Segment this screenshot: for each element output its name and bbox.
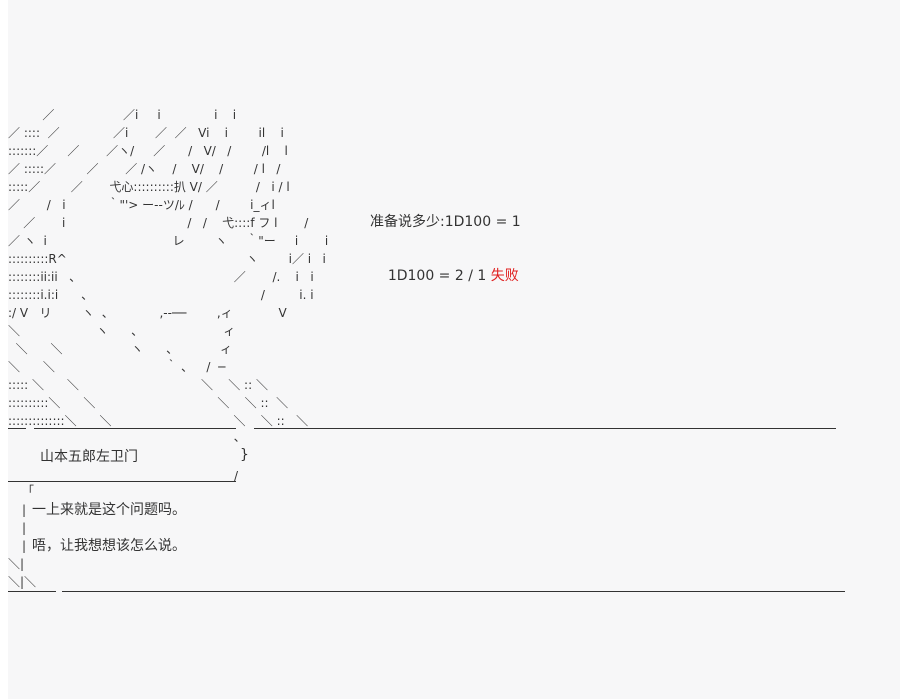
ascii-art-line: ::::::::::＼ ＼ ＼ ＼ :: ＼	[8, 396, 289, 410]
dialogue-rule-left	[8, 591, 56, 592]
dialogue-bar-3: |	[22, 539, 27, 553]
dialogue-line-1: 一上来就是这个问题吗。	[32, 502, 186, 518]
speaker-rule-left	[8, 428, 26, 429]
dice-roll-line-1: 准备说多少:1D100 = 1	[370, 214, 521, 230]
ascii-art-line: ／ :::: ／ ／i ／ ／ Vi i il i	[8, 126, 284, 140]
page-canvas: ／ ／i i i i／ :::: ／ ／i ／ ／ Vi i il i:::::…	[8, 0, 900, 699]
speaker-bracket-bottom: /	[234, 469, 239, 483]
ascii-art-line: ::::::::ii:ii 、 ／ /. i i	[8, 270, 314, 284]
dialogue-line-2: 唔，让我想想该怎么说。	[32, 538, 186, 554]
speaker-name: 山本五郎左卫门	[40, 449, 138, 465]
dice-result-fail: 失败	[490, 268, 519, 284]
speaker-tick: ､	[234, 430, 241, 444]
ascii-art-line: ／ :::::／ ／ ／ /ヽ / V/ / / l /	[8, 162, 281, 176]
dialogue-rule-right	[62, 591, 845, 592]
ascii-art-line: ／ ヽ i レ ヽ ｀"ー i i	[8, 234, 329, 248]
ascii-art-line: ／ ／i i i i	[8, 108, 237, 122]
speaker-rule-middle	[34, 428, 236, 429]
dialogue-tail-1: ＼|	[8, 557, 25, 571]
ascii-art-line: ::::::::::::::＼ ＼ ＼ ＼ :: ＼	[8, 414, 309, 428]
ascii-art-line: ＼ ヽ 、 ィ	[8, 324, 236, 338]
speaker-bracket-right: }	[240, 447, 249, 463]
dialogue-open-bracket: 「	[22, 484, 35, 498]
speaker-rule-bottom	[8, 481, 236, 482]
ascii-art-line: :::::::／ ／ ／ヽ/ ／ / V/ / /l l	[8, 144, 288, 158]
ascii-art-line: ／ i / / 弋::::f フ l /	[8, 216, 309, 230]
dialogue-tail-2: ＼|＼	[8, 575, 37, 589]
dialogue-bar-2: |	[22, 521, 27, 535]
ascii-art-line: :::::／ ／ 弋心::::::::::扒 V/ ／ / i / l	[8, 180, 290, 194]
ascii-art-line: ／ / i ｀"'> ー--ツ/ﾚ / / i_ィl	[8, 198, 275, 212]
dialogue-bar-1: |	[22, 503, 27, 517]
speaker-rule-right	[254, 428, 836, 429]
ascii-art-line: ::::::::::R^ ヽ i／ i i	[8, 252, 326, 266]
ascii-art-line: ::::::::i.i:i 、 / i. i	[8, 288, 314, 302]
ascii-art-line: ＼ ＼ ｀ ､ / ─	[8, 360, 226, 374]
ascii-art-line: ::::: ＼ ＼ ＼ ＼ :: ＼	[8, 378, 268, 392]
ascii-art-line: :/ V リ ヽ 、 ,--── ,ィ V	[8, 306, 287, 320]
dice-roll-values: 1D100 = 2 / 1	[387, 268, 491, 284]
dice-roll-line-2: 1D100 = 2 / 1 失败	[370, 249, 519, 303]
ascii-art-line: ＼ ＼ ヽ 、 ィ	[8, 342, 233, 356]
